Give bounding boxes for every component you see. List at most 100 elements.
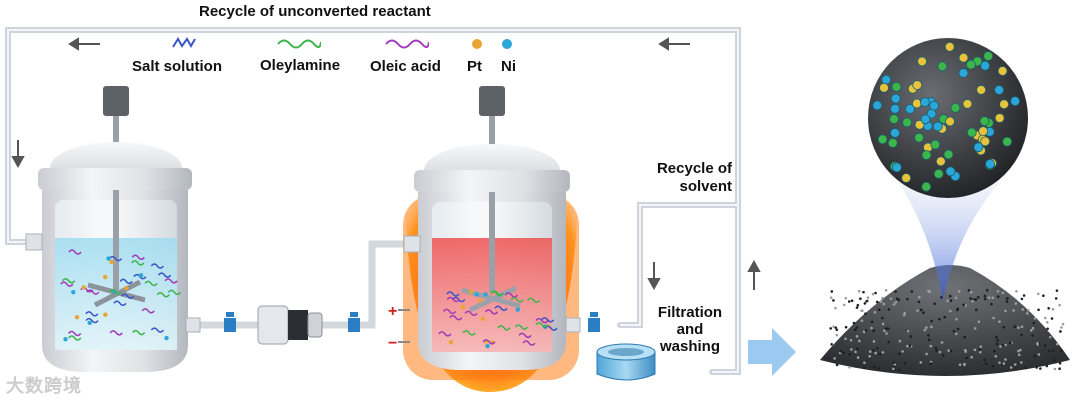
valve-icon <box>224 312 236 332</box>
powder-grain <box>848 365 851 369</box>
nanoparticle-dot <box>902 117 913 128</box>
nanoparticle-dot <box>985 159 996 169</box>
powder-grain <box>1046 327 1049 331</box>
particle-dot <box>477 298 483 303</box>
electrode-terminals <box>398 309 410 343</box>
recycle-solvent-label: Recycle of solvent <box>656 160 732 195</box>
powder-grain <box>1004 343 1007 347</box>
powder-grain <box>964 350 968 353</box>
powder-grain <box>1058 303 1061 307</box>
nanoparticle-dot <box>872 100 883 111</box>
powder-grain <box>910 290 914 293</box>
nanoparticle-dot <box>890 93 901 104</box>
ligand-squiggle <box>132 329 146 336</box>
ligand-squiggle <box>490 290 504 297</box>
powder-grain <box>1015 289 1018 293</box>
nanoparticle-dot <box>889 114 899 125</box>
powder-grain <box>859 297 862 301</box>
nanoparticle-dot <box>980 136 991 147</box>
powder-grain <box>830 343 833 346</box>
nanoparticle-dot <box>1002 136 1013 147</box>
blue-zigzag-icon <box>172 37 196 49</box>
arrow-down-icon <box>11 140 25 169</box>
powder-grain <box>952 329 956 333</box>
ligand-squiggle <box>60 281 74 287</box>
particle-dot <box>81 285 86 290</box>
powder-grain <box>1045 364 1049 368</box>
particle-dot <box>102 274 108 280</box>
powder-grain <box>903 361 907 365</box>
powder-grain <box>832 325 835 329</box>
powder-grain <box>1036 343 1039 346</box>
powder-grain <box>925 326 928 329</box>
ligand-squiggle <box>167 289 182 296</box>
ligand-squiggle <box>119 278 133 285</box>
ligand-squiggle <box>442 308 457 315</box>
plus-sign: + <box>388 303 397 320</box>
nanoparticle-dot <box>890 103 900 114</box>
powder-grain <box>871 292 875 296</box>
powder-grain <box>873 310 877 314</box>
powder-grain <box>991 296 995 300</box>
powder-grain <box>1001 291 1005 295</box>
powder-grain <box>1024 366 1028 370</box>
powder-grain <box>934 346 938 350</box>
powder-grain <box>1032 321 1036 325</box>
powder-grain <box>917 300 921 304</box>
powder-grain <box>949 349 953 353</box>
powder-grain <box>1052 359 1056 362</box>
nanoparticle-dot <box>945 116 955 127</box>
ligand-squiggle <box>522 340 536 346</box>
ligand-squiggle <box>68 249 82 255</box>
powder-grain <box>979 345 983 348</box>
powder-grain <box>963 362 966 366</box>
particle-dot <box>448 339 454 345</box>
arrow-down-icon <box>647 262 661 291</box>
nanoparticle-dot <box>919 97 930 108</box>
powder-grain <box>884 327 888 330</box>
powder-grain <box>969 290 973 294</box>
powder-grain <box>995 342 999 346</box>
powder-grain <box>897 368 901 372</box>
valve-icon <box>588 312 600 332</box>
ligand-squiggle <box>150 327 164 333</box>
powder-grain <box>984 362 988 365</box>
ligand-squiggle <box>541 317 555 323</box>
powder-grain <box>978 350 982 354</box>
powder-grain <box>1014 302 1018 305</box>
green-wave-icon <box>277 39 321 49</box>
powder-grain <box>889 297 893 301</box>
ligand-squiggle <box>85 311 99 317</box>
powder-grain <box>885 332 888 335</box>
particle-dot <box>138 273 144 278</box>
ligand-squiggle <box>484 309 499 315</box>
powder-grain <box>969 297 972 300</box>
powder-grain <box>927 334 930 337</box>
powder-grain <box>1006 297 1009 300</box>
powder-grain <box>962 303 966 307</box>
powder-grain <box>864 312 867 315</box>
powder-grain <box>886 327 890 330</box>
powder-grain <box>862 366 866 370</box>
powder-grain <box>1004 358 1007 361</box>
powder-grain <box>844 325 848 329</box>
ligand-squiggle <box>164 278 178 284</box>
ligand-squiggle <box>510 297 524 303</box>
ligand-squiggle <box>109 330 123 336</box>
powder-grain <box>852 321 856 325</box>
powder-grain <box>918 295 921 299</box>
powder-grain <box>1013 363 1017 366</box>
nanoparticle-dot <box>930 139 941 150</box>
powder-grain <box>844 337 847 341</box>
powder-grain <box>844 296 848 300</box>
powder-grain <box>1020 361 1023 364</box>
powder-grain <box>946 299 949 302</box>
powder-grain <box>1048 335 1052 339</box>
powder-grain <box>928 290 932 294</box>
nanoparticle-dot <box>887 138 898 148</box>
powder-grain <box>1001 344 1005 347</box>
powder-grain <box>858 339 861 343</box>
powder-grain <box>856 347 859 351</box>
legend-oleic-acid: Oleic acid <box>370 58 441 75</box>
